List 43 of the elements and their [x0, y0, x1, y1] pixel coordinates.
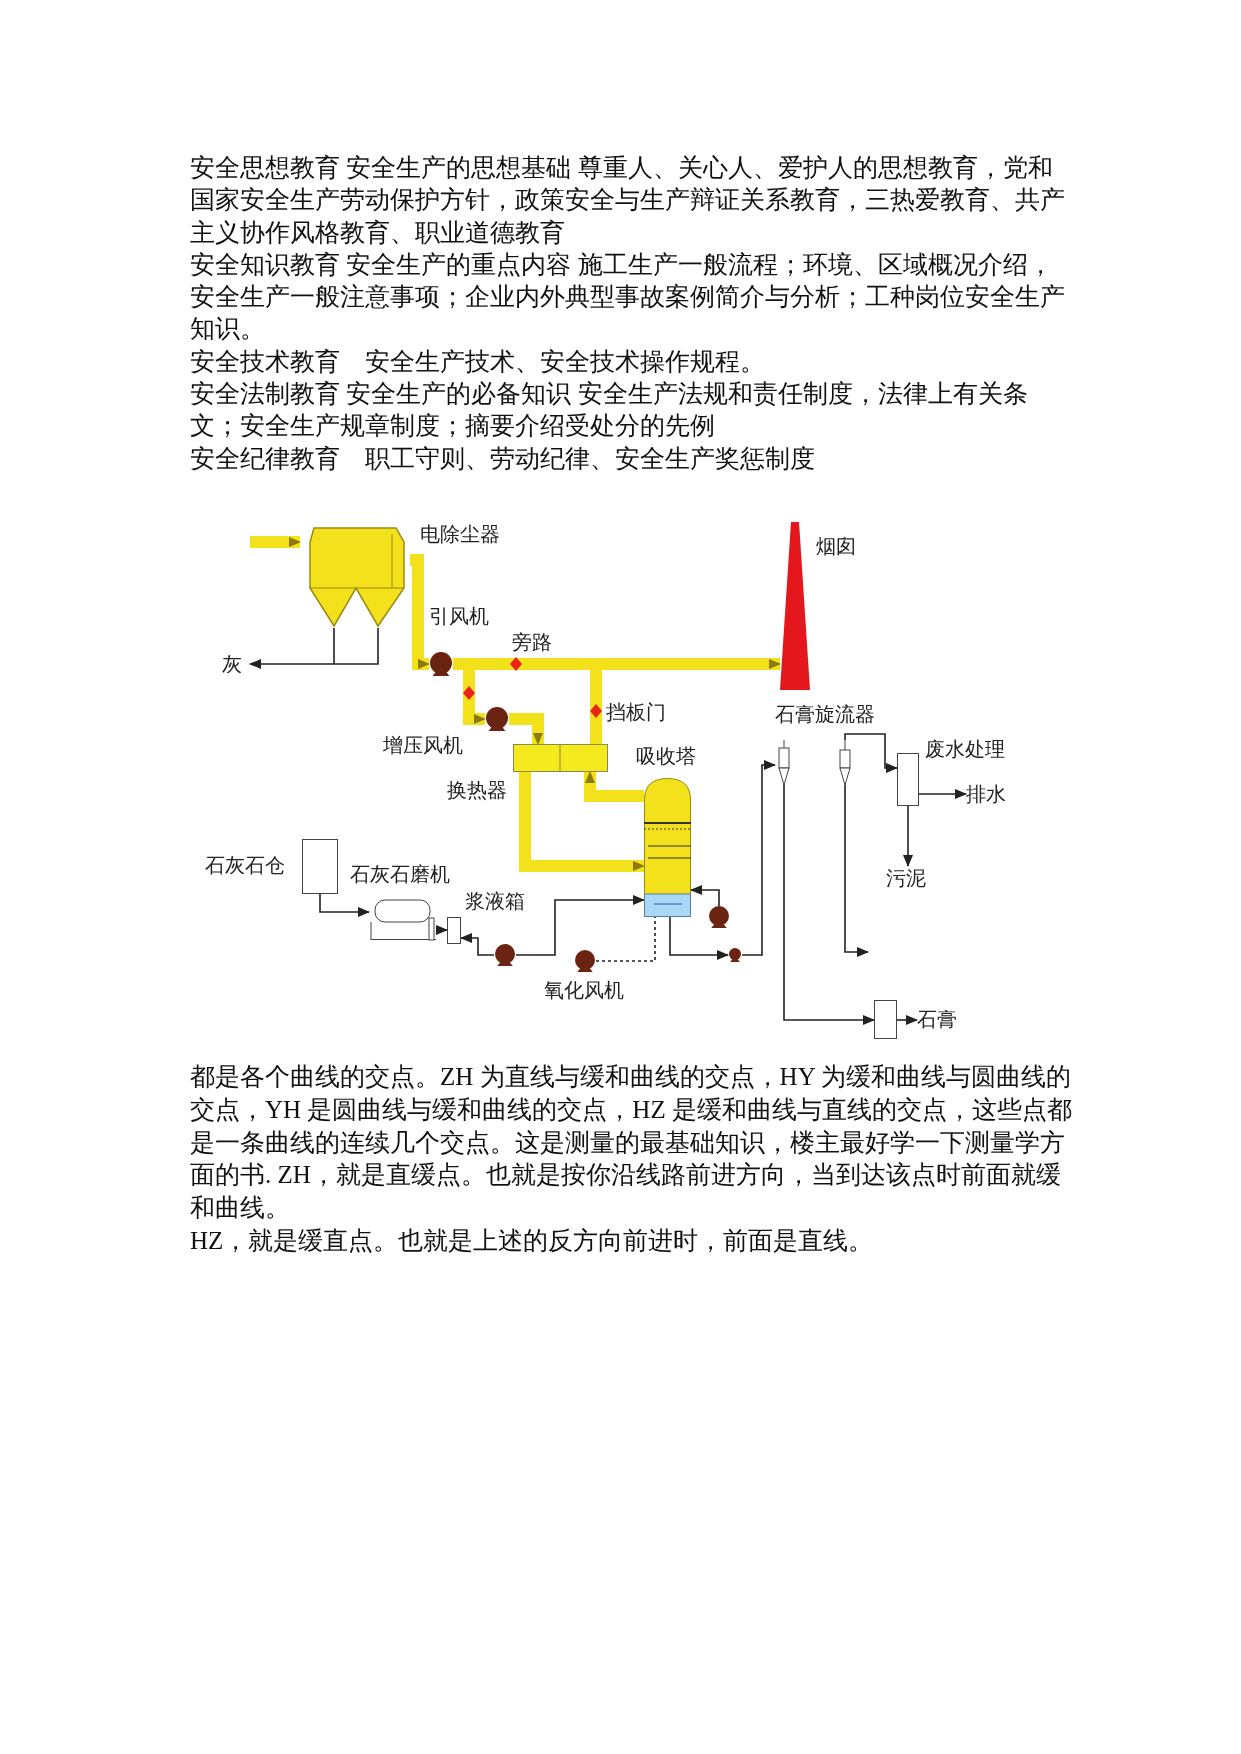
equipment-label: 电除尘器: [420, 522, 500, 546]
paragraph: 安全思想教育 安全生产的思想基础 尊重人、关心人、爱护人的思想教育，党和国家安全生产劳动保护方针，政策安全与生产辩证关系教育，三热爱教育、共产主义协作风格教育、职业道德教育: [190, 153, 1066, 248]
stream-label: 污泥: [886, 866, 926, 890]
paragraph: 安全知识教育 安全生产的重点内容 施工生产一般流程；环境、区域概况介绍，安全生产一般注意事项；企业内外典型事故案例简介与分析；工种岗位安全生产知识。: [190, 249, 1066, 345]
flue-duct: [410, 554, 430, 670]
equipment-label: 吸收塔: [636, 744, 696, 768]
equipment-label: 石灰石仓: [205, 853, 285, 877]
stream-label: 石膏: [917, 1007, 957, 1031]
paragraph: 安全技术教育 安全生产技术、安全技术操作规程。: [190, 346, 766, 377]
paragraph: 都是各个曲线的交点。ZH 为直线与缓和曲线的交点，HY 为缓和曲线与圆曲线的交点，YH 是圆曲线与缓和曲线的交点，HZ 是缓和曲线与直线的交点，这些点都是一条曲线的连续几个交点。这是测量的最基础知识，楼主最好学一下测量学方面的书. ZH，就是直缓点。也就是按你沿线路前进方向，当到达该点时前面就缓和曲线。: [190, 1062, 1073, 1224]
equipment-label: 增压风机: [383, 733, 463, 757]
arrow: [903, 805, 913, 867]
arrow: [690, 885, 720, 907]
duct-label: 旁路: [512, 630, 552, 654]
stream-label: 排水: [966, 782, 1006, 806]
arrow: [249, 627, 379, 669]
arrow: [741, 760, 776, 956]
arrow: [515, 895, 645, 956]
equipment-label: 浆液箱: [465, 889, 525, 913]
arrow: [844, 733, 898, 773]
arrow: [896, 1015, 918, 1025]
equipment-label: 引风机: [429, 604, 489, 628]
arrow: [319, 893, 370, 917]
arrow: [460, 933, 495, 956]
equipment-label: 石膏旋流器: [775, 702, 875, 726]
paragraph: 安全纪律教育 职工守则、劳动纪律、安全生产奖惩制度: [190, 443, 816, 474]
damper-label: 挡板门: [606, 700, 666, 724]
flue-duct: [250, 536, 301, 548]
flue-duct: [519, 772, 645, 872]
stream-label: 灰: [222, 652, 242, 676]
paragraph: HZ，就是缓直点。也就是上述的反方向前进时，前面是直线。: [190, 1226, 875, 1256]
arrow: [844, 784, 869, 957]
equipment-label: 石灰石磨机: [350, 862, 450, 886]
equipment-label: 废水处理: [925, 737, 1005, 761]
arrow: [783, 784, 875, 1025]
equipment-label: 氧化风机: [544, 978, 624, 1002]
arrow: [918, 789, 967, 799]
flue-duct: [509, 713, 544, 745]
arrow: [435, 925, 448, 935]
arrow: [669, 916, 729, 960]
equipment-label: 换热器: [447, 778, 507, 802]
equipment-label: 烟囱: [816, 534, 856, 558]
paragraph: 安全法制教育 安全生产的必备知识 安全生产法规和责任制度，法律上有关条文；安全生产规章制度；摘要介绍受处分的先例: [190, 379, 1029, 442]
